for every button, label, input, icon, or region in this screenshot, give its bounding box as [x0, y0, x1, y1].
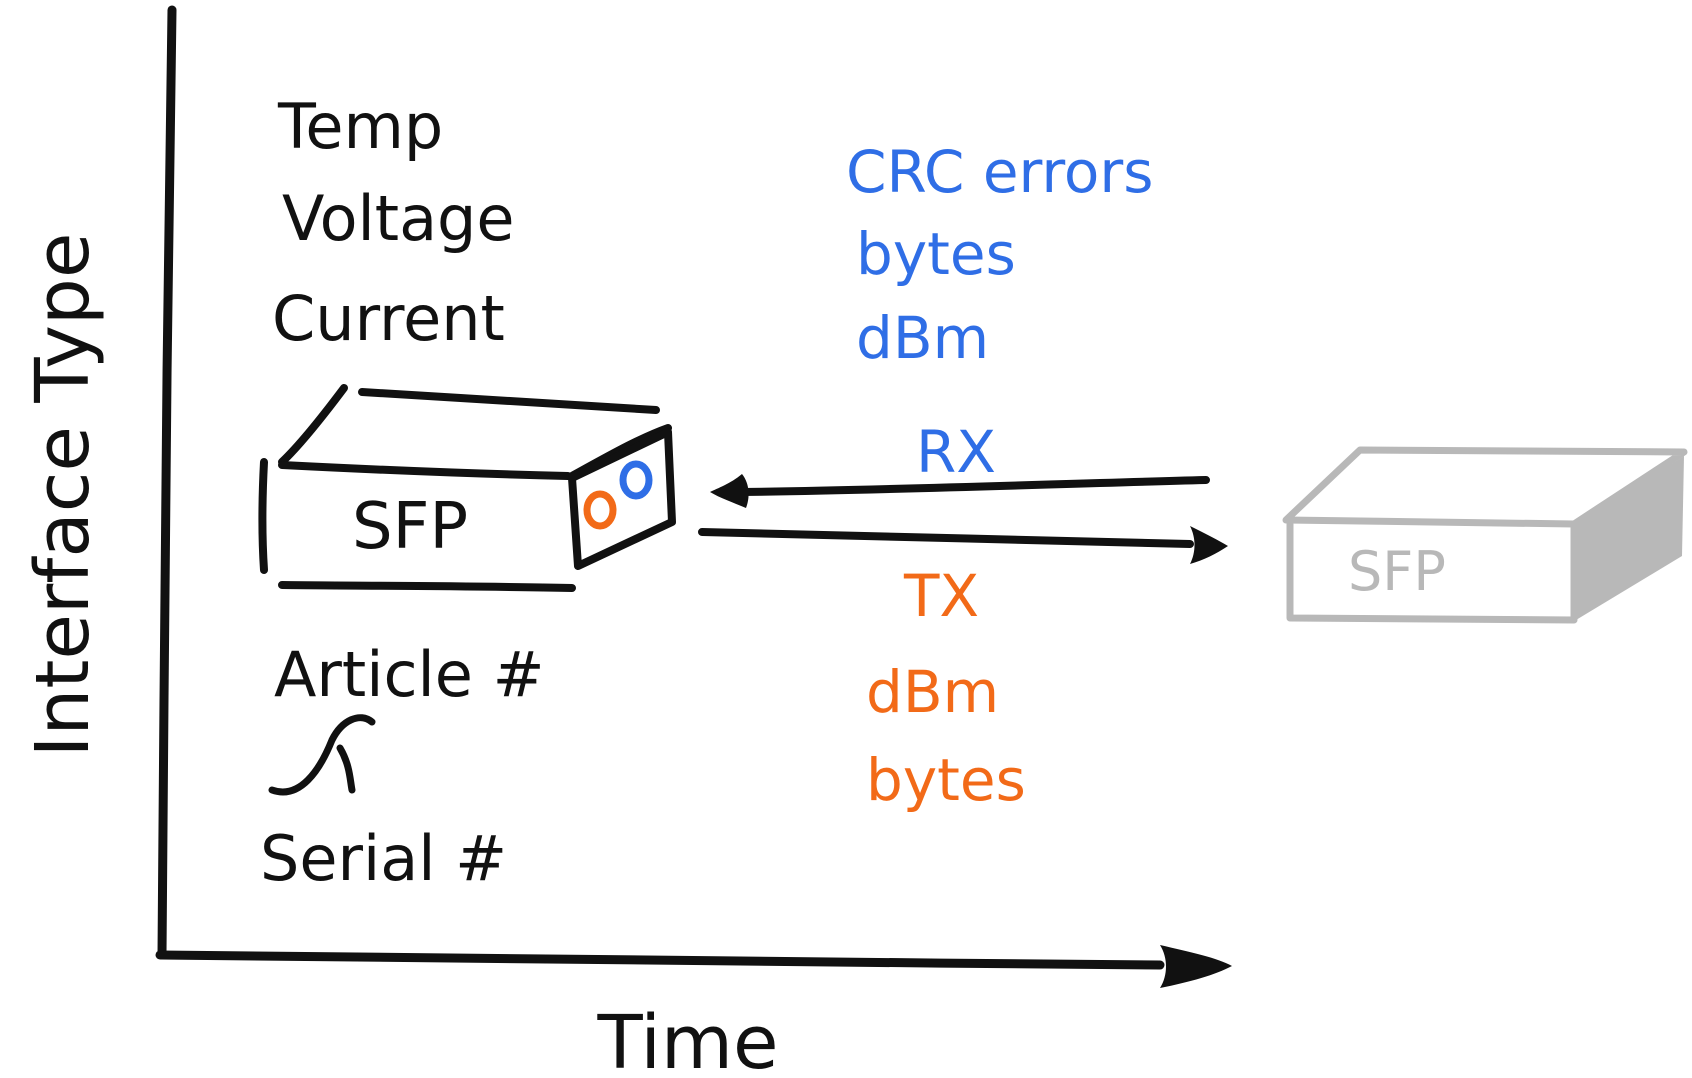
tx-arrowhead	[1190, 526, 1228, 564]
x-axis-arrowhead	[1160, 945, 1232, 988]
local-sfp-port-face	[568, 428, 676, 570]
rx-arrow-line	[738, 476, 1210, 496]
remote-sfp-top-face	[1282, 446, 1688, 528]
local-sfp-top-front-edge	[278, 461, 572, 480]
rx-metric-dbm: dBm	[856, 304, 989, 372]
rx-metrics: CRC errors bytes dBm RX	[846, 138, 1153, 486]
x-axis-label: Time	[596, 1000, 778, 1078]
tx-label: TX	[903, 562, 979, 630]
local-sfp-rx-port	[619, 460, 653, 500]
remote-sfp-side-face	[1574, 456, 1684, 620]
remote-sfp-label: SFP	[1348, 540, 1446, 603]
axes: Interface Type Time	[20, 5, 1232, 1078]
local-sfp-module: SFP	[258, 384, 676, 592]
module-info-voltage: Voltage	[282, 182, 515, 255]
tx-metric-dbm: dBm	[866, 658, 999, 726]
local-sfp-tx-port	[583, 490, 617, 530]
local-sfp-label: SFP	[352, 490, 468, 564]
rx-arrowhead	[710, 474, 749, 508]
module-info-current: Current	[272, 282, 505, 355]
local-sfp-top-left-edge	[278, 384, 348, 466]
y-axis-label: Interface Type	[20, 233, 106, 758]
module-info-temp: Temp	[277, 90, 443, 163]
module-diagnostics-text: Temp Voltage Current	[272, 90, 515, 355]
rx-metric-bytes: bytes	[856, 220, 1016, 288]
local-sfp-bottom-edge	[278, 581, 576, 592]
tx-metrics: TX dBm bytes	[866, 562, 1026, 814]
tx-arrow-line	[698, 528, 1194, 548]
remote-sfp-module: SFP	[1282, 446, 1688, 624]
module-info-article-number: Article #	[274, 638, 545, 711]
x-axis-line	[155, 950, 1165, 970]
local-sfp-top-back-edge	[358, 388, 660, 414]
continuation-squiggle	[268, 714, 376, 796]
y-axis-line	[157, 5, 177, 960]
remote-sfp-front-face	[1286, 520, 1578, 624]
rx-label: RX	[916, 418, 996, 486]
module-identity-text: Article # Serial #	[260, 638, 545, 895]
local-sfp-left-edge	[258, 458, 268, 574]
rx-metric-crc-errors: CRC errors	[846, 138, 1153, 206]
module-info-serial-number: Serial #	[260, 822, 507, 895]
tx-metric-bytes: bytes	[866, 746, 1026, 814]
link-arrows	[698, 474, 1228, 564]
